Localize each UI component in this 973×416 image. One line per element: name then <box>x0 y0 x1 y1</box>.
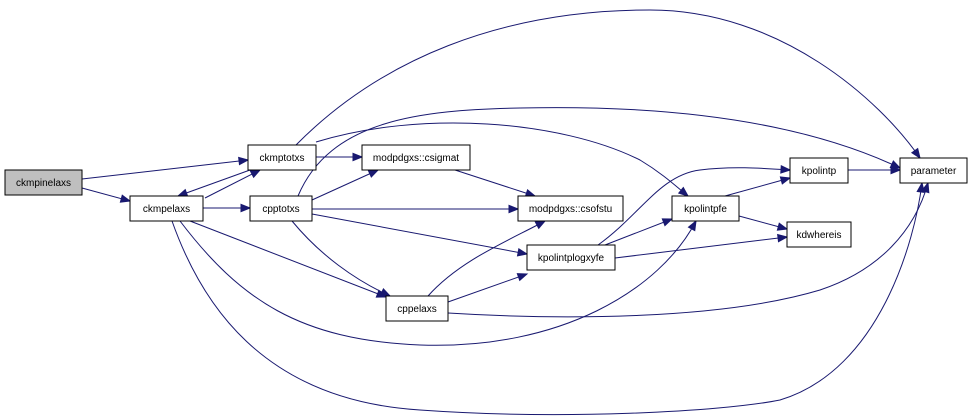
edge-ckmpinelaxs-to-ckmptotxs-line <box>81 159 249 180</box>
edge-cppelaxs-to-kpolintplogxyfe <box>447 273 529 303</box>
edge-cppelaxs-to-modpdgxs-csofstu <box>427 220 547 297</box>
edge-kpolintp-to-parameter-arrowhead <box>890 165 902 175</box>
edge-ckmpinelaxs-to-ckmpelaxs <box>81 187 132 203</box>
edge-cpptotxs-to-kpolintplogxyfe-line <box>311 213 528 255</box>
node-label-kpolintplogxyfe: kpolintplogxyfe <box>538 253 605 264</box>
node-modpdgxs-csigmat[interactable]: modpdgxs::csigmat <box>361 144 471 171</box>
edge-cpptotxs-to-cppelaxs-line <box>291 220 391 297</box>
edge-kpolintplogxyfe-to-kpolintpfe <box>604 218 674 246</box>
edge-ckmpinelaxs-to-ckmptotxs <box>81 156 250 180</box>
edge-ckmpelaxs-to-kpolintpfe <box>179 219 697 346</box>
edge-ckmpelaxs-to-ckmptotxs-line <box>204 169 261 199</box>
edge-ckmptotxs-to-modpdgxs-csigmat-arrowhead <box>352 152 364 162</box>
edge-cppelaxs-to-modpdgxs-csofstu-line <box>427 220 546 297</box>
edge-kpolintplogxyfe-to-kpolintp-arrowhead <box>780 165 792 174</box>
edge-cpptotxs-to-parameter-line <box>297 107 901 197</box>
nodes-layer: ckmpinelaxs ckmpelaxs ckmptotxs cpptotxs… <box>4 144 968 322</box>
node-label-ckmpinelaxs: ckmpinelaxs <box>16 178 71 189</box>
edge-kpolintpfe-to-kdwhereis <box>738 215 789 231</box>
node-label-kdwhereis: kdwhereis <box>796 230 841 241</box>
node-label-kpolintpfe: kpolintpfe <box>684 204 727 215</box>
node-label-cppelaxs: cppelaxs <box>397 304 436 315</box>
edge-kpolintplogxyfe-to-kpolintp <box>597 165 792 246</box>
edge-ckmptotxs-to-ckmpelaxs-line <box>177 169 251 197</box>
edge-cppelaxs-to-parameter <box>447 181 930 318</box>
node-kpolintpfe[interactable]: kpolintpfe <box>671 195 740 222</box>
node-label-ckmpelaxs: ckmpelaxs <box>143 204 190 215</box>
edge-cppelaxs-to-parameter-line <box>447 182 929 318</box>
node-label-ckmptotxs: ckmptotxs <box>259 153 304 164</box>
edge-ckmpelaxs-to-cppelaxs-line <box>189 220 387 298</box>
node-kpolintplogxyfe[interactable]: kpolintplogxyfe <box>526 244 616 271</box>
edge-cpptotxs-to-kpolintplogxyfe <box>311 213 529 257</box>
edges-layer <box>81 9 930 416</box>
node-kdwhereis[interactable]: kdwhereis <box>786 221 852 248</box>
edge-ckmpelaxs-to-cppelaxs <box>189 220 388 298</box>
edge-cpptotxs-to-cppelaxs <box>291 220 392 297</box>
edge-kpolintp-to-parameter <box>848 165 902 175</box>
edge-ckmpelaxs-to-ckmptotxs <box>204 169 262 199</box>
edge-ckmpelaxs-to-ckmptotxs-arrowhead <box>249 169 262 179</box>
edge-ckmptotxs-to-kpolintpfe-arrowhead <box>677 186 690 197</box>
edge-kpolintplogxyfe-to-kpolintp-line <box>597 167 791 246</box>
edge-ckmptotxs-to-parameter-arrowhead <box>910 147 921 160</box>
edge-cpptotxs-to-modpdgxs-csofstu-arrowhead <box>508 204 520 214</box>
edge-cpptotxs-to-modpdgxs-csigmat-line <box>311 169 379 201</box>
edge-ckmpelaxs-to-kpolintpfe-arrowhead <box>687 219 697 232</box>
node-label-modpdgxs-csigmat: modpdgxs::csigmat <box>373 153 459 164</box>
node-parameter[interactable]: parameter <box>899 157 968 184</box>
node-label-cpptotxs: cpptotxs <box>262 204 299 215</box>
edge-ckmptotxs-to-kpolintpfe <box>315 122 690 197</box>
edge-ckmptotxs-to-kpolintpfe-line <box>315 122 689 197</box>
edge-kpolintpfe-to-kpolintp-arrowhead <box>779 176 792 185</box>
edge-ckmpelaxs-to-cpptotxs <box>203 203 252 213</box>
edge-ckmpelaxs-to-parameter-line <box>171 182 923 416</box>
edge-kpolintplogxyfe-to-kpolintpfe-arrowhead <box>661 218 674 227</box>
edge-cppelaxs-to-kpolintplogxyfe-arrowhead <box>516 273 529 282</box>
edge-cppelaxs-to-parameter-arrowhead <box>921 181 930 194</box>
edge-kpolintpfe-to-kdwhereis-arrowhead <box>776 222 789 231</box>
edge-ckmpelaxs-to-cpptotxs-arrowhead <box>240 203 252 213</box>
edge-cppelaxs-to-kpolintplogxyfe-line <box>447 273 528 303</box>
node-modpdgxs-csofstu[interactable]: modpdgxs::csofstu <box>517 195 624 222</box>
node-label-modpdgxs-csofstu: modpdgxs::csofstu <box>529 204 612 215</box>
edge-cpptotxs-to-cppelaxs-arrowhead <box>379 288 392 297</box>
edge-cpptotxs-to-modpdgxs-csigmat-arrowhead <box>367 169 380 178</box>
edge-kpolintplogxyfe-to-kdwhereis-arrowhead <box>777 233 789 243</box>
edge-ckmptotxs-to-modpdgxs-csigmat <box>316 152 364 162</box>
node-kpolintp[interactable]: kpolintp <box>789 157 849 184</box>
edge-cpptotxs-to-kpolintplogxyfe-arrowhead <box>516 247 529 257</box>
edge-cpptotxs-to-modpdgxs-csigmat <box>311 169 380 201</box>
edge-modpdgxs-csigmat-to-modpdgxs-csofstu <box>454 169 537 198</box>
edge-kpolintpfe-to-kpolintp <box>724 176 792 197</box>
edge-kpolintpfe-to-kpolintp-line <box>724 177 791 197</box>
edge-cpptotxs-to-modpdgxs-csofstu <box>312 204 520 214</box>
edge-ckmptotxs-to-ckmpelaxs <box>176 169 251 197</box>
node-label-kpolintp: kpolintp <box>802 166 837 177</box>
node-ckmptotxs[interactable]: ckmptotxs <box>247 144 317 171</box>
edge-kpolintplogxyfe-to-kpolintpfe-line <box>604 218 673 246</box>
edge-ckmptotxs-to-parameter-line <box>295 9 921 159</box>
edge-modpdgxs-csigmat-to-modpdgxs-csofstu-line <box>454 169 536 197</box>
edge-ckmptotxs-to-ckmpelaxs-arrowhead <box>176 188 189 197</box>
node-ckmpelaxs[interactable]: ckmpelaxs <box>129 195 204 222</box>
edge-ckmpinelaxs-to-ckmpelaxs-arrowhead <box>119 194 132 203</box>
node-label-parameter: parameter <box>911 166 957 177</box>
edge-kpolintplogxyfe-to-kdwhereis <box>614 233 789 259</box>
edge-ckmpinelaxs-to-ckmptotxs-arrowhead <box>238 156 250 166</box>
edge-ckmpelaxs-to-kpolintpfe-line <box>179 220 697 346</box>
edge-cppelaxs-to-modpdgxs-csofstu-arrowhead <box>534 220 547 230</box>
node-cppelaxs[interactable]: cppelaxs <box>385 295 449 322</box>
edge-ckmptotxs-to-parameter <box>295 9 921 160</box>
edge-kpolintplogxyfe-to-kdwhereis-line <box>614 236 788 259</box>
node-ckmpinelaxs[interactable]: ckmpinelaxs <box>4 169 83 196</box>
node-cpptotxs[interactable]: cpptotxs <box>249 195 313 222</box>
